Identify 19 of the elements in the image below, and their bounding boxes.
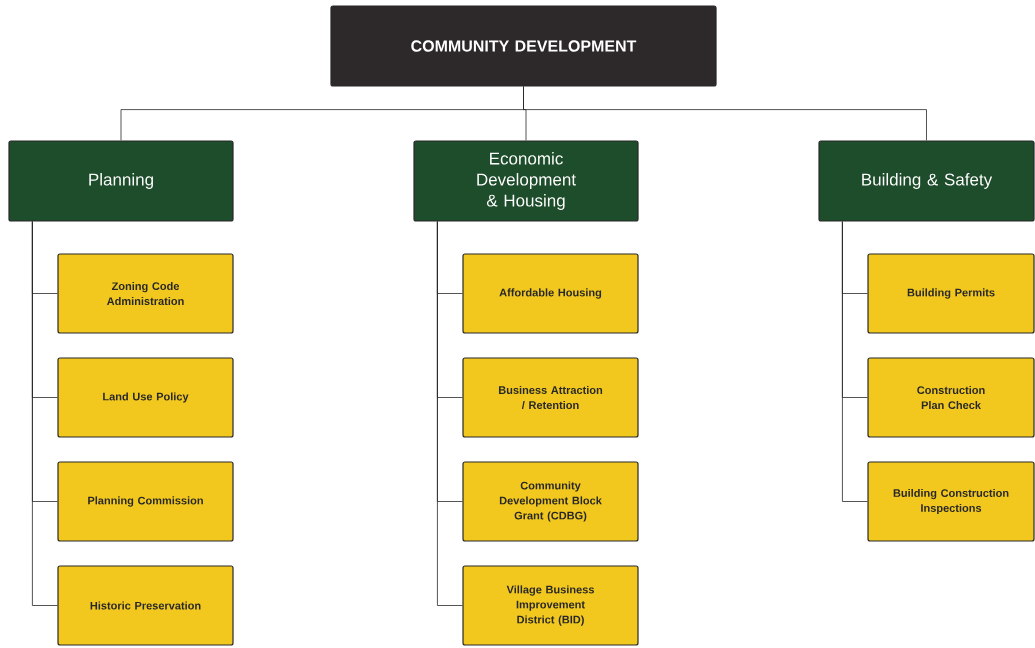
division-box: Zoning Code Administration (57, 253, 234, 334)
division-box: Community Development Block Grant (CDBG) (462, 461, 639, 542)
connector-line (32, 221, 58, 606)
division-box: Affordable Housing (462, 253, 639, 334)
division-box: Historic Preservation (57, 565, 234, 646)
division-box: Business Attraction / Retention (462, 357, 639, 438)
department-box: Planning (8, 140, 234, 222)
division-box: Building Construction Inspections (867, 461, 1035, 542)
division-box: Building Permits (867, 253, 1035, 334)
connector-line (523, 86, 927, 141)
department-box: Building & Safety (818, 140, 1035, 222)
connector-line (842, 221, 868, 502)
division-box: Construction Plan Check (867, 357, 1035, 438)
connector-line (437, 221, 463, 606)
department-box: Economic Development & Housing (413, 140, 639, 222)
division-box: Land Use Policy (57, 357, 234, 438)
division-box: Village Business Improvement District (BID) (462, 565, 639, 646)
title-box: COMMUNITY DEVELOPMENT (330, 5, 717, 87)
division-box: Planning Commission (57, 461, 234, 542)
